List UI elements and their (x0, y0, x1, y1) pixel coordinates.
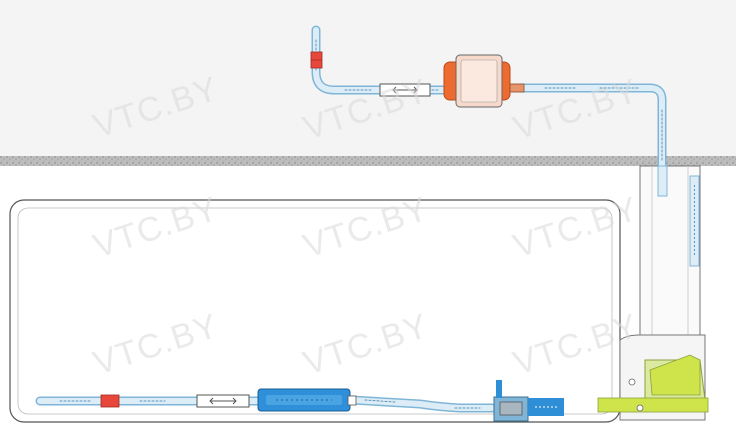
upper-pump (443, 54, 525, 108)
room-outline (9, 199, 621, 423)
ceiling-band (0, 156, 736, 166)
sensor-connector (493, 380, 564, 422)
vertical-drop-tube (657, 165, 700, 267)
top-check-valve (310, 51, 323, 69)
watermarks: VTC.BY VTC.BY VTC.BY VTC.BY VTC.BY VTC.B… (89, 70, 643, 383)
blue-inline-pump (257, 388, 357, 412)
lower-connector (196, 394, 250, 408)
lower-check-valve (100, 394, 120, 408)
upper-drain-tube (311, 25, 667, 175)
drain-tray (597, 354, 709, 413)
upper-connector (379, 83, 431, 97)
upper-wall (0, 0, 736, 158)
room-inner-line (17, 207, 613, 415)
